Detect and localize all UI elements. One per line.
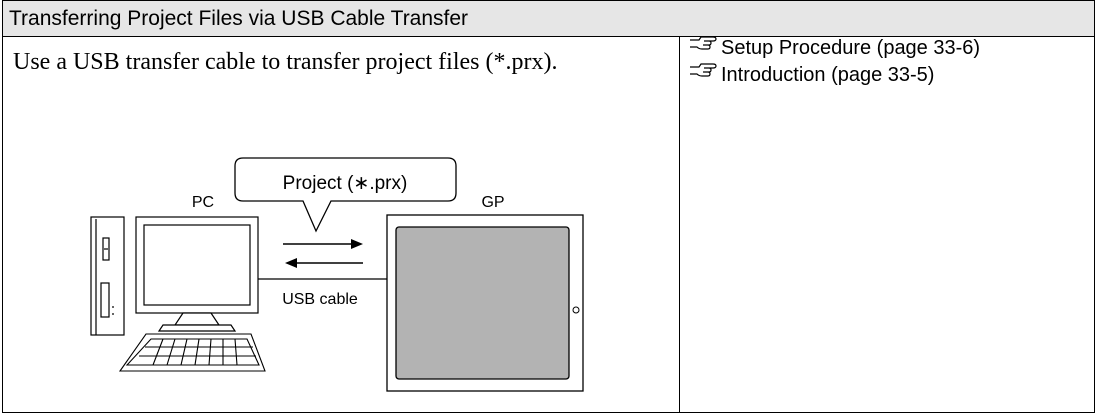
reference-label: Introduction (page 33-5) — [721, 64, 935, 86]
transfer-arrows — [283, 239, 363, 268]
reference-link-introduction[interactable]: Introduction (page 33-5) — [689, 61, 1089, 88]
pc-tower — [90, 216, 125, 336]
pc-monitor — [135, 216, 259, 332]
pointing-hand-icon — [690, 36, 717, 50]
section-title: Transferring Project Files via USB Cable… — [3, 1, 1094, 37]
callout-text: Project (∗.prx) — [283, 173, 408, 194]
pointing-hand-icon — [690, 63, 717, 77]
reference-link-setup[interactable]: Setup Procedure (page 33-6) — [689, 34, 1089, 61]
gp-label: GP — [481, 194, 504, 211]
description-text: Use a USB transfer cable to transfer pro… — [13, 49, 558, 75]
pc-label: PC — [192, 194, 214, 211]
usb-cable: USB cable — [258, 278, 387, 308]
pc-keyboard — [118, 333, 266, 372]
reference-label: Setup Procedure (page 33-6) — [721, 37, 981, 59]
cable-label: USB cable — [282, 291, 358, 308]
reference-list: Setup Procedure (page 33-6) Introduction… — [689, 34, 1089, 88]
gp-panel — [386, 214, 584, 392]
usb-transfer-diagram: Project (∗.prx) PC GP — [90, 157, 584, 392]
column-divider — [679, 36, 680, 412]
project-callout: Project (∗.prx) — [234, 157, 457, 233]
